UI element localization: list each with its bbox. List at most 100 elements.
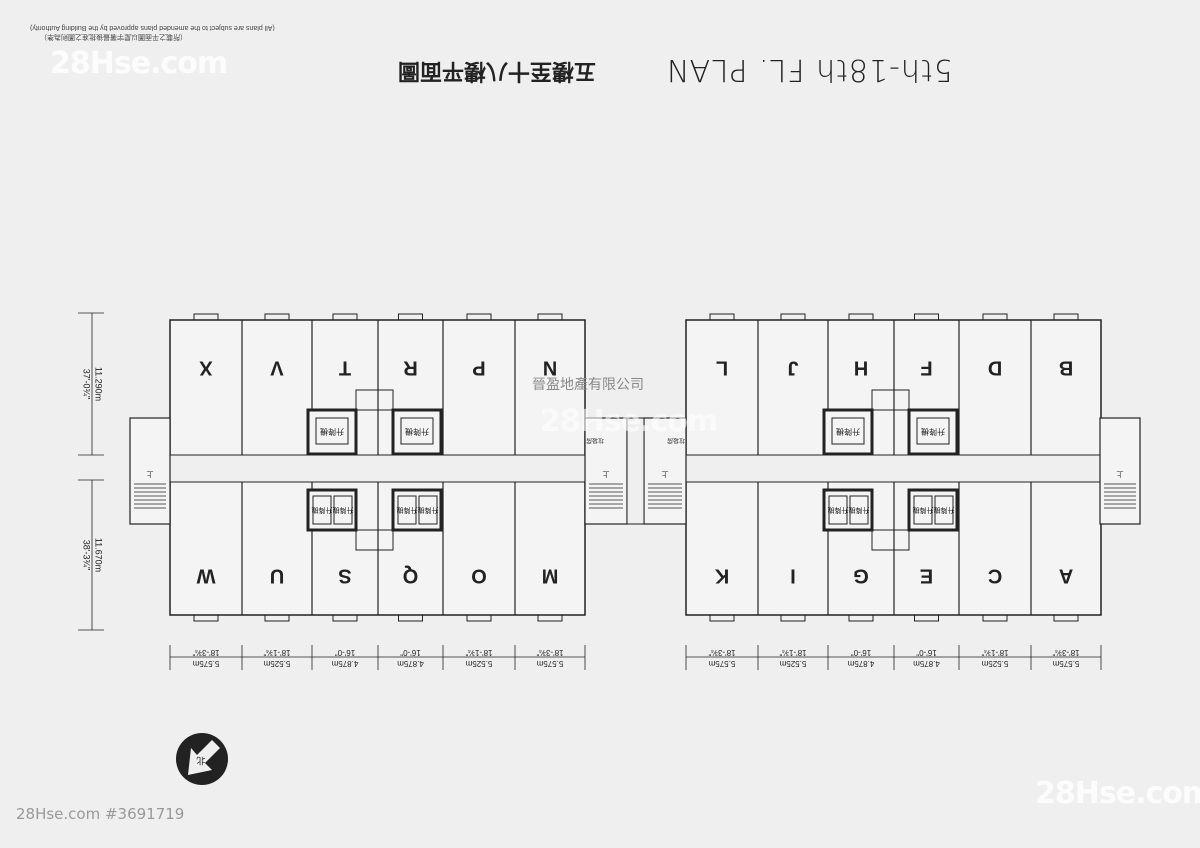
unit-label-G: G — [853, 565, 869, 587]
window — [332, 614, 358, 622]
stair-right — [1099, 417, 1141, 525]
lift-car — [312, 495, 332, 525]
dimension-imperial: 18'-3¾" — [708, 648, 735, 657]
lift-label: 升降機 — [312, 506, 333, 515]
lift-core — [306, 488, 358, 532]
unit-label-X: X — [199, 357, 213, 379]
window — [982, 313, 1008, 321]
lift-label: 升降機 — [828, 506, 849, 515]
window — [709, 313, 735, 321]
lift-car — [315, 417, 349, 445]
window — [332, 313, 358, 321]
lift-core — [822, 488, 874, 532]
unit-label-D: D — [988, 357, 1002, 379]
dimension-imperial: 18'-1¾" — [779, 648, 806, 657]
depth-metric: 11.290m — [94, 367, 104, 401]
disclaimer-chinese-text: （所載之平面圖以屋宇署最後批准之圖則為準） — [40, 33, 187, 40]
dimension-metric: 5.525m — [465, 659, 492, 668]
dimension-metric: 5.525m — [263, 659, 290, 668]
dimension-metric: 5.525m — [779, 659, 806, 668]
watermark-bottom-right-text: 28Hse.com — [1035, 776, 1200, 811]
window — [914, 614, 939, 622]
listing-id: 28Hse.com #3691719 — [16, 805, 184, 823]
depth-imperial: 38'-3¾" — [82, 540, 92, 570]
dimension-metric: 4.875m — [913, 659, 940, 668]
dimension-metric: 4.875m — [331, 659, 358, 668]
unit-label-O: O — [471, 565, 487, 587]
unit-label-K: K — [714, 565, 729, 587]
dimension-metric: 5.575m — [708, 659, 735, 668]
window — [398, 614, 423, 622]
unit-label-U: U — [270, 565, 284, 587]
dimension-imperial: 18'-3¾" — [536, 648, 563, 657]
dimension-metric: 5.525m — [981, 659, 1008, 668]
window — [466, 313, 492, 321]
unit-label-A: A — [1059, 565, 1073, 587]
dimension-imperial: 16'-0" — [851, 648, 872, 657]
dimension-imperial: 18'-1¾" — [263, 648, 290, 657]
stair-label-up: 上 — [147, 470, 154, 479]
watermark-top: 28Hse.com — [50, 46, 228, 81]
stair-left — [129, 417, 171, 525]
window — [780, 614, 806, 622]
unit-label-Q: Q — [403, 565, 419, 587]
dimension-metric: 4.875m — [847, 659, 874, 668]
lift-car — [831, 417, 865, 445]
window — [1053, 313, 1079, 321]
left-block-corridor — [169, 454, 586, 483]
unit-label-E: E — [920, 565, 933, 587]
unit-label-L: L — [716, 357, 728, 379]
north-arrow-pointer-icon — [188, 740, 220, 775]
lift-label: 升降機 — [913, 506, 934, 515]
dimension-imperial: 18'-1¾" — [981, 648, 1008, 657]
unit-label-S: S — [338, 565, 351, 587]
unit-label-B: B — [1059, 357, 1073, 379]
unit-label-C: C — [988, 565, 1002, 587]
watermark-center: 28Hse.com — [540, 404, 718, 439]
lift-label: 升降機 — [397, 506, 418, 515]
refuse-room-label: 垃圾房 — [667, 436, 685, 444]
lift-car — [916, 417, 950, 445]
lift-car — [418, 495, 438, 525]
lift-label: 升降機 — [333, 506, 354, 515]
agency-watermark: 晉盈地產有限公司 — [532, 374, 644, 394]
depth-imperial: 37'-0¾" — [82, 369, 92, 399]
plan-title-english-text: 5th-18th FL. PLAN — [665, 52, 953, 87]
unit-label-F: F — [920, 357, 932, 379]
lift-car — [934, 495, 954, 525]
unit-label-J: J — [787, 357, 798, 379]
dimension-metric: 5.575m — [192, 659, 219, 668]
window — [537, 614, 563, 622]
unit-label-H: H — [854, 357, 868, 379]
lobby — [871, 389, 910, 411]
unit-label-R: R — [403, 357, 418, 379]
window — [193, 614, 219, 622]
lift-car — [400, 417, 434, 445]
lift-core — [907, 488, 959, 532]
unit-label-P: P — [472, 357, 485, 379]
unit-label-M: M — [542, 565, 559, 587]
lift-label: 升降機 — [849, 506, 870, 515]
plan-title-english: 5th-18th FL. PLAN — [665, 52, 953, 87]
window — [709, 614, 735, 622]
unit-label-N: N — [543, 357, 557, 379]
right-block-corridor — [685, 454, 1102, 483]
lift-car — [333, 495, 353, 525]
dimension-imperial: 16'-0" — [916, 648, 937, 657]
window — [537, 313, 563, 321]
agency-watermark-text: 晉盈地產有限公司 — [532, 377, 644, 393]
lift-car — [913, 495, 933, 525]
window — [780, 313, 806, 321]
lift-label: 升降機 — [405, 427, 429, 437]
dimension-imperial: 18'-3¾" — [192, 648, 219, 657]
lift-label: 升降機 — [320, 427, 344, 437]
dimension-metric: 5.575m — [536, 659, 563, 668]
lift-car — [397, 495, 417, 525]
listing-id-text: 28Hse.com #3691719 — [16, 805, 185, 823]
dimension-imperial: 16'-0" — [400, 648, 421, 657]
plan-title-chinese-text: 五樓至十八樓平面圖 — [398, 58, 597, 84]
dimension-metric: 5.575m — [1052, 659, 1079, 668]
window — [398, 313, 423, 321]
stair-label-up: 上 — [662, 470, 669, 479]
window — [466, 614, 492, 622]
